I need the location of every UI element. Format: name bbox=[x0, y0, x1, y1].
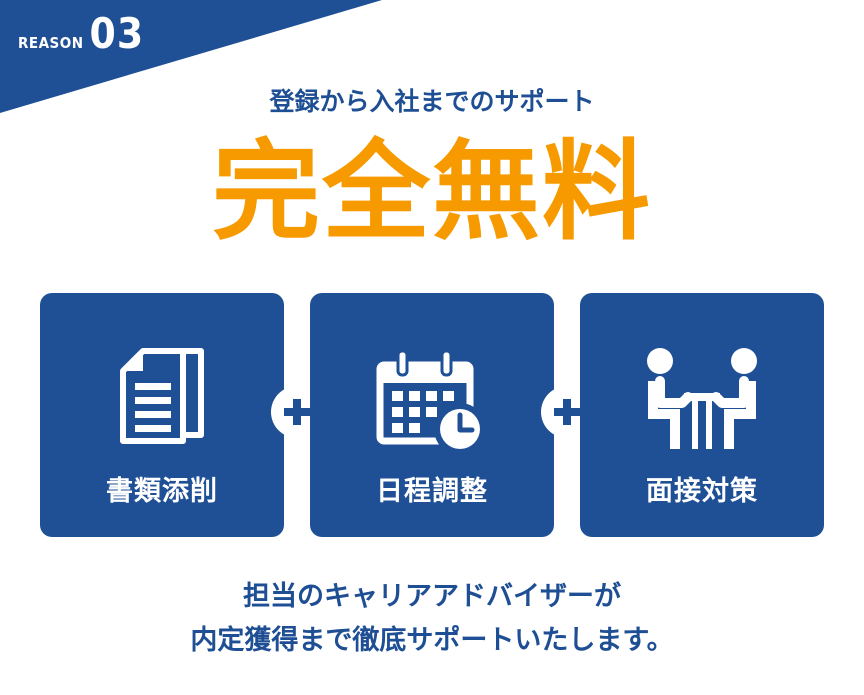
headline: 完全無料 bbox=[211, 130, 652, 255]
calendar-clock-icon bbox=[376, 349, 486, 455]
service-label: 日程調整 bbox=[376, 476, 488, 507]
service-card-interview-prep: 面接対策 bbox=[580, 293, 824, 537]
interview-icon bbox=[647, 348, 757, 449]
service-card-document-review: 書類添削 bbox=[40, 293, 284, 537]
footer-line-1: 担当のキャリアアドバイザーが bbox=[243, 581, 621, 612]
service-card-scheduling: 日程調整 bbox=[310, 293, 554, 537]
footer-line-2: 内定獲得まで徹底サポートいたします。 bbox=[190, 625, 674, 656]
reason-label: REASON bbox=[18, 34, 84, 52]
service-label: 書類添削 bbox=[106, 476, 218, 507]
subtitle: 登録から入社までのサポート bbox=[269, 87, 595, 116]
document-icon bbox=[120, 348, 204, 444]
reason-number: 03 bbox=[89, 9, 145, 58]
reason-badge: REASON 03 bbox=[18, 8, 144, 60]
service-label: 面接対策 bbox=[646, 476, 758, 507]
